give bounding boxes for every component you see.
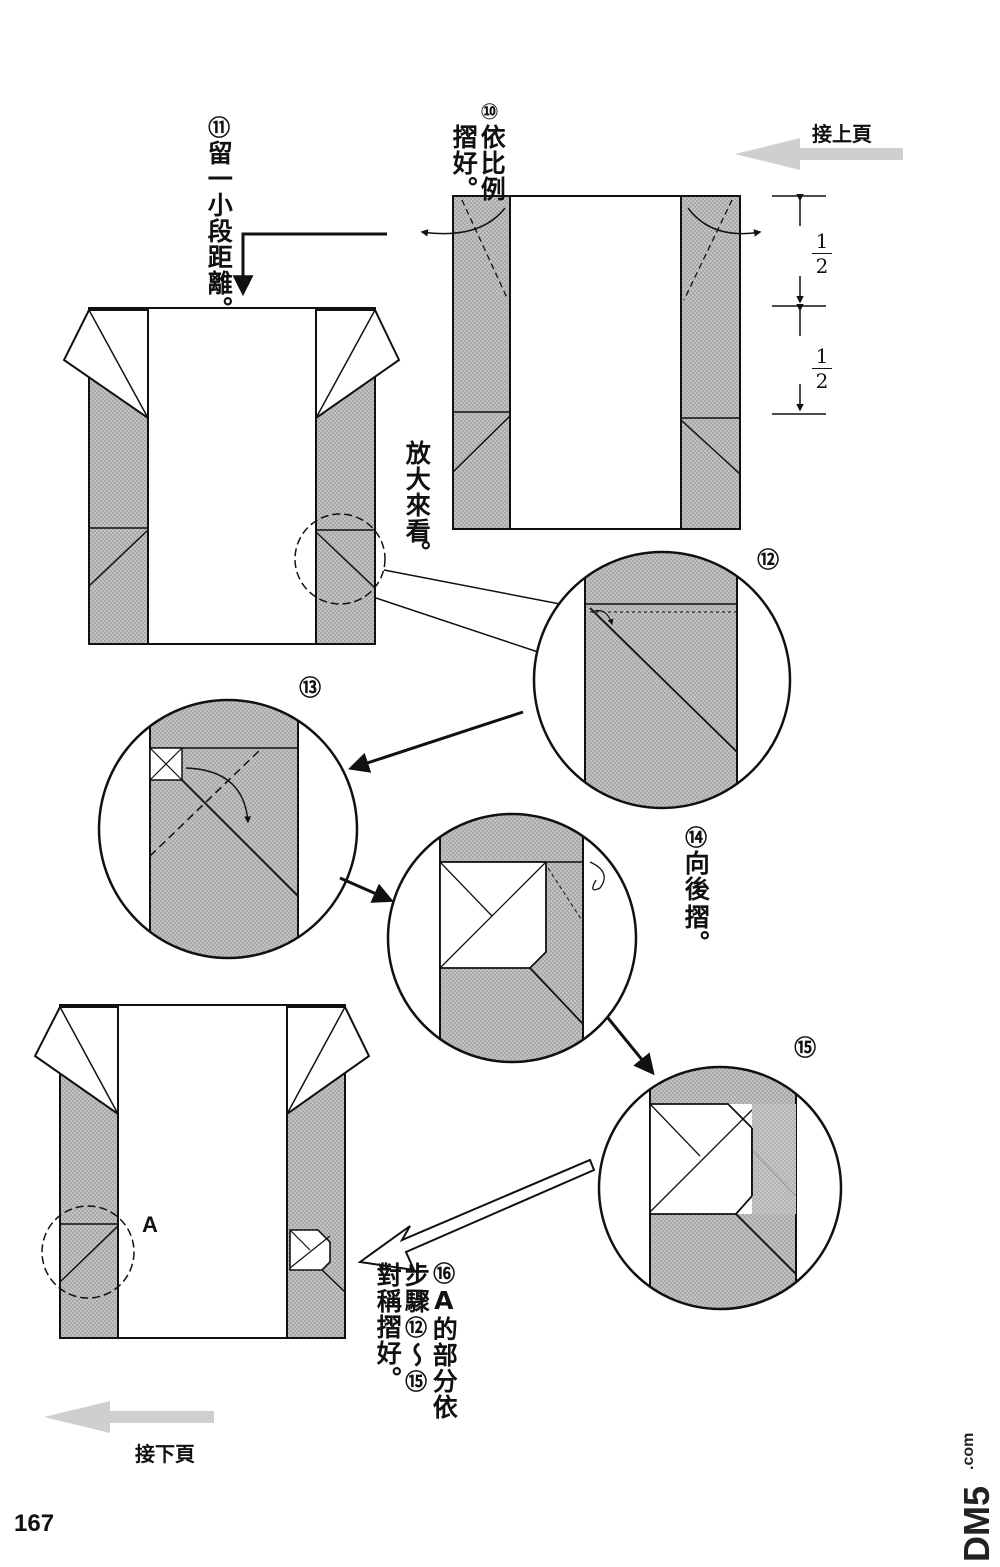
step16-tilde: ～ <box>401 1342 431 1368</box>
step13-number: ⑬ <box>295 676 321 699</box>
step16-ref-b: ⑮ <box>401 1370 427 1393</box>
flow-arrow-icon <box>348 710 524 773</box>
watermark-suffix: .com <box>960 1432 977 1470</box>
flow-arrow-icon <box>339 876 394 903</box>
step11-diagram <box>62 307 401 645</box>
continued-to-label: 接下頁 <box>135 1442 195 1466</box>
step16-line1: A的部分依 <box>429 1286 459 1420</box>
zoom-note: 放大來看 <box>402 440 432 544</box>
flow-arrow-icon <box>606 1017 655 1076</box>
mountain-fold-icon <box>589 861 605 891</box>
flow-arrow-icon <box>357 1158 596 1272</box>
step14-circle <box>386 812 638 1064</box>
step14-line2: 摺。 <box>681 904 711 956</box>
step14-line1: 向後 <box>681 850 711 902</box>
flow-arrow-icon <box>232 232 387 297</box>
step13-circle <box>97 698 359 960</box>
step10-line2: 摺好。 <box>449 124 479 202</box>
zoom-connector <box>375 569 561 653</box>
measure-marks <box>772 194 826 415</box>
step16-diagram <box>33 1004 371 1339</box>
step10-diagram <box>420 195 762 530</box>
point-a-label: A <box>142 1212 158 1237</box>
zoom-note-end: 。 <box>402 540 432 566</box>
gray-arrow-left-icon <box>735 138 903 170</box>
gray-arrow-left-icon <box>44 1401 214 1433</box>
step15-circle <box>597 1065 843 1311</box>
watermark-logo: DM5 <box>956 1485 997 1562</box>
step16-line2: 步驟 <box>401 1262 431 1314</box>
step11-text: 留一小段距離。 <box>204 140 234 322</box>
step11-number: ⑪ <box>204 116 230 139</box>
page-number: 167 <box>14 1510 55 1537</box>
step10-line1: 依比例 <box>477 124 507 202</box>
step15-number: ⑮ <box>790 1036 816 1059</box>
step10-number: ⑩ <box>477 100 503 126</box>
step12-number: ⑫ <box>753 548 779 571</box>
step14-number: ⑭ <box>681 826 707 849</box>
step16-number: ⑯ <box>429 1262 455 1285</box>
step16-line3: 對稱摺好。 <box>373 1262 403 1392</box>
step16-ref-a: ⑫ <box>401 1316 427 1339</box>
continued-from-label: 接上頁 <box>812 122 872 146</box>
step12-circle <box>532 550 792 810</box>
